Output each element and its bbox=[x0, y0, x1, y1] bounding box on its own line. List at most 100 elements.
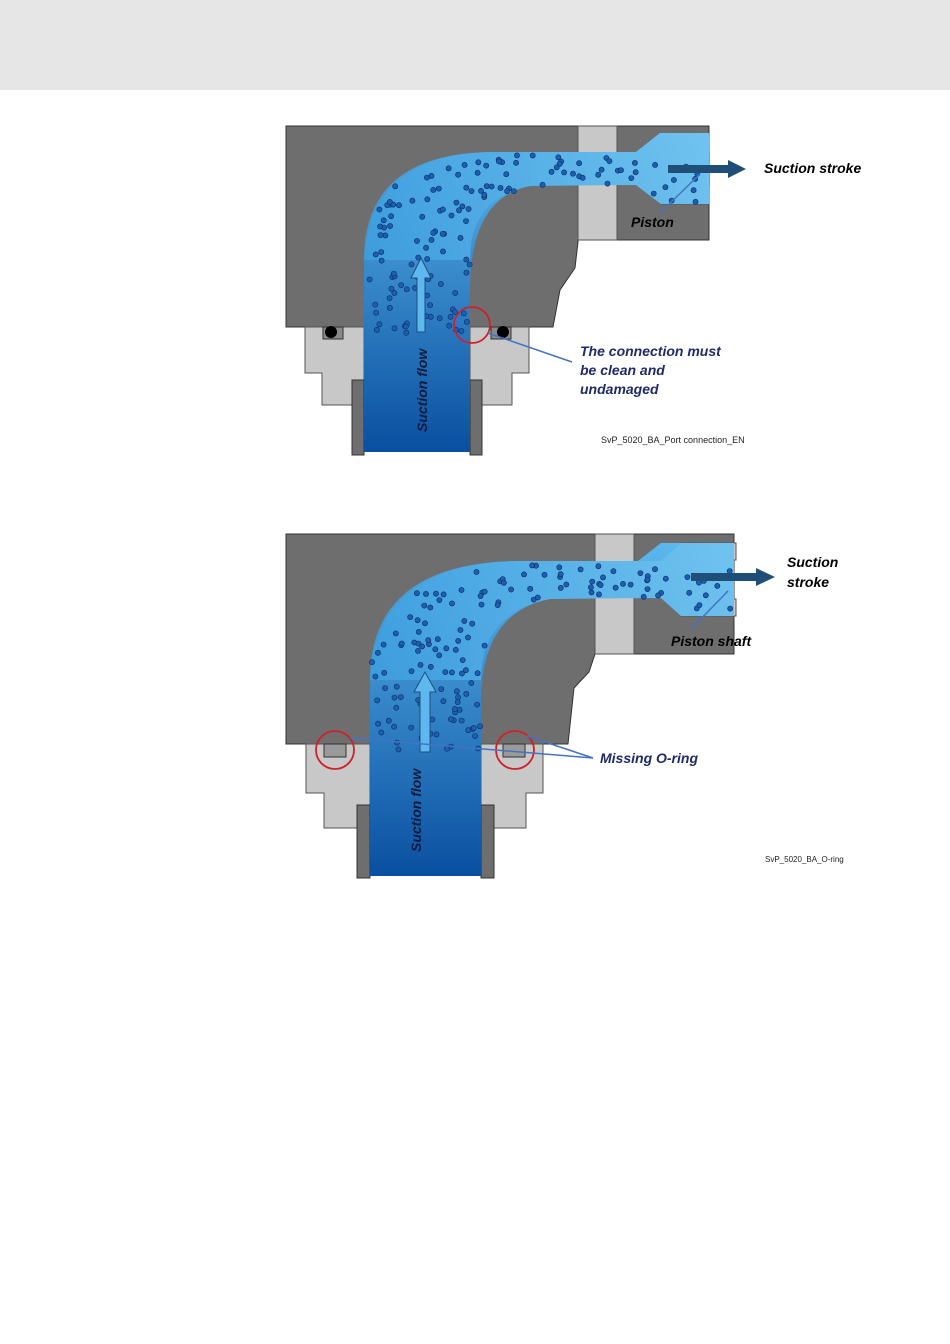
missing-oring-label: Missing O-ring bbox=[600, 750, 698, 766]
particle bbox=[484, 163, 489, 168]
particle bbox=[440, 249, 445, 254]
particle bbox=[433, 591, 438, 596]
particle bbox=[687, 590, 692, 595]
particle bbox=[554, 165, 559, 170]
particle bbox=[570, 171, 575, 176]
piston-label: Piston bbox=[631, 214, 674, 230]
pipe-wall-right bbox=[481, 805, 494, 878]
particle bbox=[443, 670, 448, 675]
particle bbox=[651, 191, 656, 196]
particle bbox=[482, 589, 487, 594]
particle bbox=[462, 618, 467, 623]
particle bbox=[645, 577, 650, 582]
particle bbox=[404, 330, 409, 335]
particle bbox=[558, 572, 563, 577]
particle bbox=[645, 587, 650, 592]
particle bbox=[383, 233, 388, 238]
suction-stroke-label: Suction stroke bbox=[764, 160, 861, 176]
particle bbox=[437, 598, 442, 603]
particle bbox=[422, 603, 427, 608]
particle bbox=[435, 637, 440, 642]
particle bbox=[409, 262, 414, 267]
particle bbox=[437, 316, 442, 321]
particle bbox=[386, 718, 391, 723]
particle bbox=[392, 326, 397, 331]
particle bbox=[415, 648, 420, 653]
particle bbox=[452, 706, 457, 711]
particle bbox=[460, 658, 465, 663]
particle bbox=[399, 283, 404, 288]
particle bbox=[509, 587, 514, 592]
empty-groove-left bbox=[324, 744, 346, 757]
particle bbox=[691, 188, 696, 193]
particle bbox=[399, 641, 404, 646]
page-header-band bbox=[0, 0, 950, 90]
particle bbox=[458, 627, 463, 632]
particle bbox=[449, 670, 454, 675]
particle bbox=[440, 231, 445, 236]
particle bbox=[410, 198, 415, 203]
particle bbox=[671, 177, 676, 182]
particle bbox=[618, 168, 623, 173]
particle bbox=[629, 176, 634, 181]
particle bbox=[590, 579, 595, 584]
particle bbox=[392, 695, 397, 700]
particle bbox=[440, 207, 445, 212]
particle bbox=[600, 575, 605, 580]
particle bbox=[383, 686, 388, 691]
particle bbox=[511, 189, 516, 194]
particle bbox=[580, 175, 585, 180]
particle bbox=[715, 583, 720, 588]
particle bbox=[464, 270, 469, 275]
particle bbox=[464, 691, 469, 696]
particle bbox=[392, 724, 397, 729]
particle bbox=[641, 594, 646, 599]
particle bbox=[456, 638, 461, 643]
particle bbox=[478, 594, 483, 599]
particle bbox=[369, 660, 374, 665]
particle bbox=[703, 593, 708, 598]
connection-note-line3: undamaged bbox=[580, 381, 659, 397]
pipe-wall-left bbox=[352, 380, 364, 455]
particle bbox=[501, 580, 506, 585]
particle bbox=[374, 310, 379, 315]
particle bbox=[461, 311, 466, 316]
particle bbox=[498, 185, 503, 190]
particle bbox=[514, 153, 519, 158]
particle bbox=[454, 200, 459, 205]
particle bbox=[607, 159, 612, 164]
particle bbox=[562, 170, 567, 175]
particle bbox=[697, 603, 702, 608]
particle bbox=[728, 606, 733, 611]
particle bbox=[463, 219, 468, 224]
particle bbox=[375, 650, 380, 655]
port-connection-diagram: Suction flow Suction stroke Piston The c… bbox=[0, 110, 950, 470]
particle bbox=[521, 572, 526, 577]
particle bbox=[381, 218, 386, 223]
particle bbox=[378, 224, 383, 229]
particle bbox=[557, 565, 562, 570]
particle bbox=[449, 213, 454, 218]
particle bbox=[663, 185, 668, 190]
particle bbox=[416, 629, 421, 634]
particle bbox=[496, 159, 501, 164]
particle bbox=[428, 605, 433, 610]
particle bbox=[455, 700, 460, 705]
particle bbox=[469, 189, 474, 194]
particle bbox=[470, 621, 475, 626]
particle bbox=[429, 173, 434, 178]
particle bbox=[628, 582, 633, 587]
particle bbox=[374, 327, 379, 332]
particle bbox=[415, 618, 420, 623]
piston-shaft-label: Piston shaft bbox=[671, 633, 752, 649]
particle bbox=[373, 252, 378, 257]
particle bbox=[459, 328, 464, 333]
figure1-caption: SvP_5020_BA_Port connection_EN bbox=[601, 435, 745, 445]
particle bbox=[447, 323, 452, 328]
particle bbox=[605, 181, 610, 186]
particle bbox=[373, 302, 378, 307]
particle bbox=[403, 324, 408, 329]
particle bbox=[453, 290, 458, 295]
pipe-wall-left bbox=[357, 805, 370, 878]
suction-flow-label: Suction flow bbox=[408, 768, 424, 852]
